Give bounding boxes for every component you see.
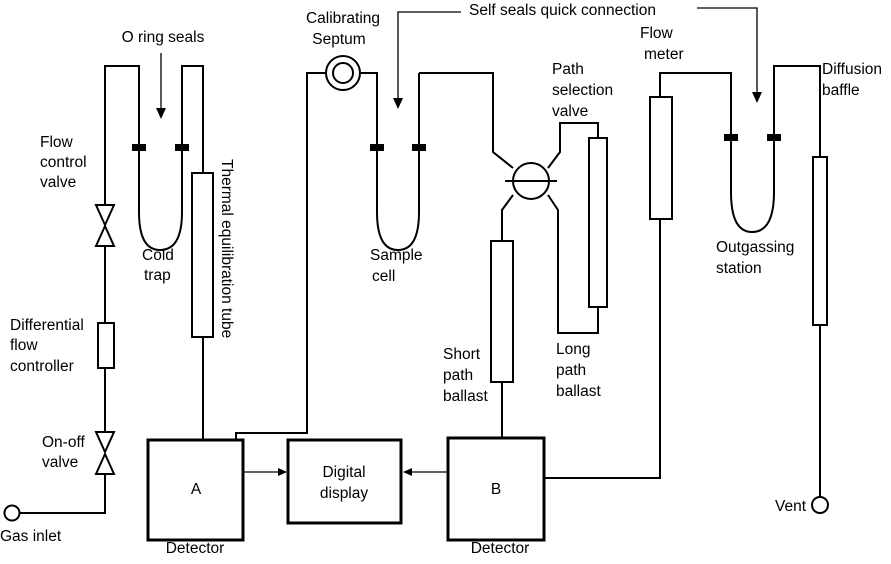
differential-label-1: Differential bbox=[10, 317, 84, 334]
arrow-b-to-display bbox=[403, 468, 448, 476]
detector-b bbox=[446, 436, 546, 542]
valve-to-long-ballast-bottom bbox=[547, 194, 599, 334]
gas-supply-line bbox=[3, 65, 140, 522]
sample-cell-label-2: cell bbox=[372, 268, 395, 285]
detector-b-caption: Detector bbox=[471, 540, 530, 557]
differential-label-2: flow bbox=[10, 337, 38, 354]
long-ballast-label-2: path bbox=[556, 362, 586, 379]
self-seals-label: Self seals quick connection bbox=[469, 2, 656, 19]
thermal-tube-label: Thermal equilibration tube bbox=[218, 159, 235, 338]
self-seals-arrow-left bbox=[393, 11, 461, 109]
digital-display bbox=[286, 438, 403, 525]
cold-trap-label-1: Cold bbox=[142, 247, 174, 264]
calibrating-septum bbox=[325, 55, 361, 91]
valve-to-short-ballast bbox=[501, 194, 514, 241]
differential-label-3: controller bbox=[10, 358, 74, 375]
short-ballast-label-3: ballast bbox=[443, 388, 488, 405]
differential-flow-controller bbox=[97, 322, 115, 369]
flow-meter-label-2: meter bbox=[644, 46, 684, 63]
septum-to-cell-line bbox=[360, 72, 378, 147]
cold-trap-label-2: trap bbox=[144, 267, 171, 284]
outgassing-label-1: Outgassing bbox=[716, 239, 794, 256]
long-ballast-label-1: Long bbox=[556, 341, 590, 358]
long-ballast-label-3: ballast bbox=[556, 383, 601, 400]
gas-inlet-port bbox=[3, 504, 21, 522]
sample-cell-label-1: Sample bbox=[370, 247, 423, 264]
outgassing-label-2: station bbox=[716, 260, 762, 277]
long-path-ballast bbox=[588, 137, 608, 308]
station-to-baffle bbox=[773, 65, 821, 157]
detector-a-letter: A bbox=[191, 481, 202, 498]
detector-a-caption: Detector bbox=[166, 540, 225, 557]
detector-a bbox=[146, 438, 245, 542]
vent-label: Vent bbox=[775, 498, 807, 515]
detector-b-to-flow-meter bbox=[544, 219, 661, 479]
on-off-valve bbox=[94, 431, 116, 475]
sample-cell bbox=[370, 73, 426, 252]
gas-inlet-label: Gas inlet bbox=[0, 528, 62, 545]
o-ring-arrow bbox=[156, 53, 166, 119]
flow-meter-label-1: Flow bbox=[640, 25, 674, 42]
detector-a-to-septum-line bbox=[235, 72, 326, 440]
station-seal-left bbox=[724, 134, 738, 141]
o-ring-seal-right bbox=[175, 144, 189, 151]
diffusion-baffle bbox=[812, 156, 828, 326]
diffusion-baffle-label-1: Diffusion bbox=[822, 61, 882, 78]
flow-control-valve bbox=[94, 204, 116, 247]
self-seals-arrow-right bbox=[697, 7, 762, 103]
short-ballast-label-1: Short bbox=[443, 346, 481, 363]
digital-display-label-1: Digital bbox=[322, 464, 365, 481]
diffusion-baffle-label-2: baffle bbox=[822, 82, 860, 99]
thermal-equilibration-tube bbox=[191, 172, 214, 338]
sample-seal-right bbox=[412, 144, 426, 151]
short-path-ballast bbox=[490, 240, 514, 383]
on-off-label-2: valve bbox=[42, 454, 78, 471]
short-ballast-label-2: path bbox=[443, 367, 473, 384]
path-selection-label-1: Path bbox=[552, 61, 584, 78]
path-selection-valve bbox=[505, 162, 557, 200]
flow-control-label-2: control bbox=[40, 154, 87, 171]
path-selection-label-2: selection bbox=[552, 82, 613, 99]
on-off-label-1: On-off bbox=[42, 434, 85, 451]
path-selection-label-3: valve bbox=[552, 103, 588, 120]
station-seal-right bbox=[767, 134, 781, 141]
vent-port bbox=[811, 496, 829, 514]
valve-to-long-ballast-top bbox=[547, 122, 599, 169]
flow-meter bbox=[649, 96, 673, 220]
o-ring-seal-left bbox=[132, 144, 146, 151]
flow-control-label-3: valve bbox=[40, 174, 76, 191]
arrow-a-to-display bbox=[243, 468, 287, 476]
sample-seal-left bbox=[370, 144, 384, 151]
flow-control-label-1: Flow bbox=[40, 134, 74, 151]
outgassing-station bbox=[724, 134, 781, 234]
flow-meter-to-station bbox=[659, 72, 732, 137]
septum-label-2: Septum bbox=[312, 31, 365, 48]
cell-to-valve-line bbox=[419, 72, 514, 169]
septum-label-1: Calibrating bbox=[306, 10, 380, 27]
o-ring-seals-label: O ring seals bbox=[122, 29, 205, 46]
digital-display-label-2: display bbox=[320, 485, 368, 502]
cold-trap bbox=[132, 65, 204, 252]
detector-b-letter: B bbox=[491, 481, 501, 498]
